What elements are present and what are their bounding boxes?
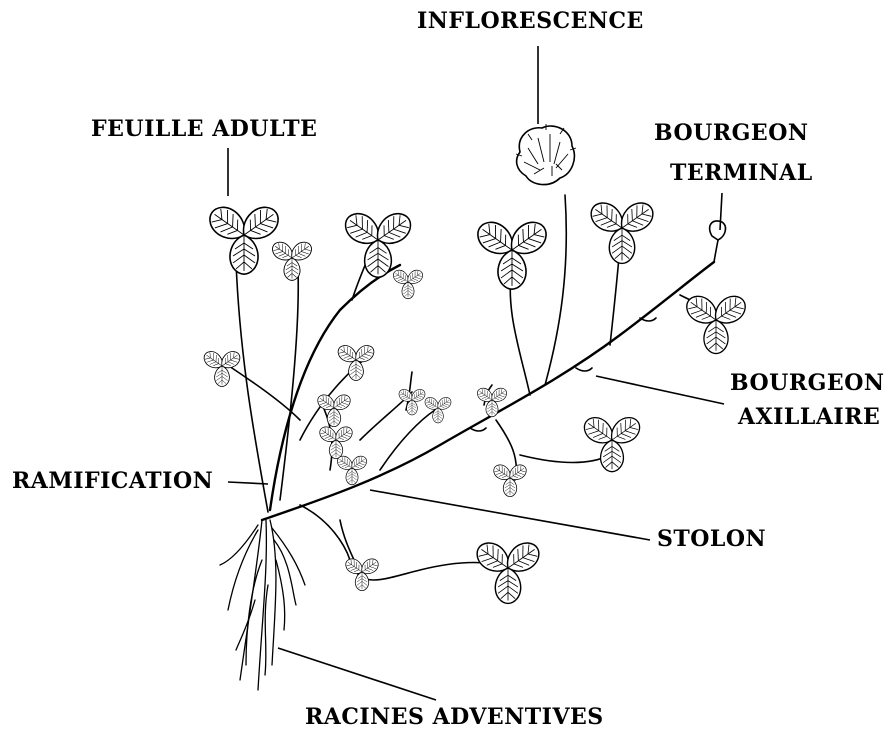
leader-racines-adventives xyxy=(278,648,436,700)
label-bourgeon-terminal-line1: BOURGEON xyxy=(654,122,808,144)
label-racines-adventives: RACINES ADVENTIVES xyxy=(305,706,604,728)
stolon-stem xyxy=(262,221,725,520)
ramification-branches xyxy=(220,240,520,580)
label-bourgeon-axillaire-line2: AXILLAIRE xyxy=(738,406,880,428)
label-stolon: STOLON xyxy=(657,528,766,550)
inflorescence-flower xyxy=(516,124,576,185)
label-inflorescence: INFLORESCENCE xyxy=(417,10,644,32)
label-ramification: RAMIFICATION xyxy=(12,470,213,492)
label-feuille-adulte: FEUILLE ADULTE xyxy=(91,118,317,140)
leader-lines xyxy=(228,46,724,700)
label-bourgeon-terminal-line2: TERMINAL xyxy=(670,162,813,184)
roots xyxy=(220,520,305,690)
label-bourgeon-axillaire-line1: BOURGEON xyxy=(730,372,884,394)
leader-bourgeon-axillaire xyxy=(596,376,724,404)
leader-stolon xyxy=(370,490,650,540)
